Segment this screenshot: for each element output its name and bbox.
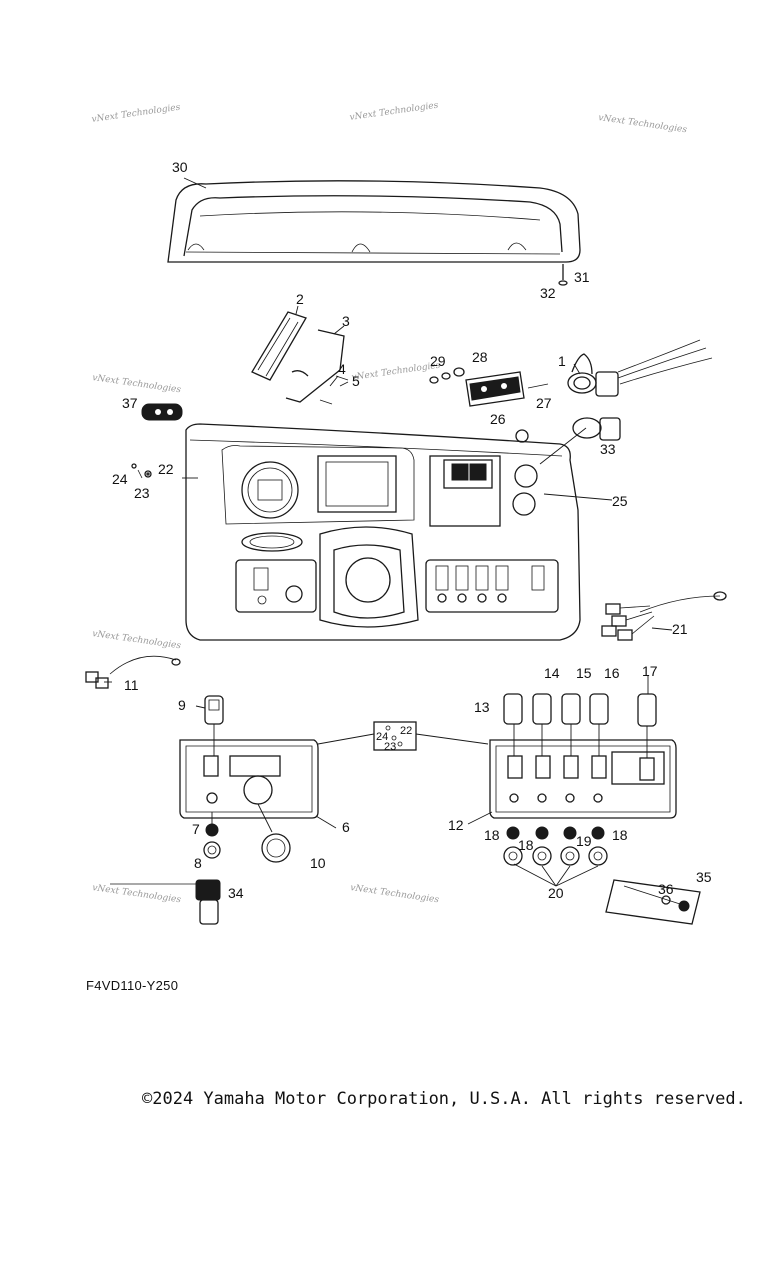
callout-34: 34 [228,885,244,901]
watermark: vNext Technologies [349,101,439,123]
part-11-harness [85,655,181,689]
part-37-key-fob [141,403,183,421]
callout-36: 36 [658,881,674,897]
callout-14: 14 [544,665,560,681]
callout-28: 28 [472,349,488,365]
callout-25: 25 [612,493,628,509]
part-2-meter [251,311,349,405]
callout-2: 2 [296,291,304,307]
callout-22: 22 [158,461,174,477]
callout-7: 7 [192,821,200,837]
callout-27: 27 [536,395,552,411]
part-6-left-panel [179,695,319,863]
copyright-notice: ©2024 Yamaha Motor Corporation, U.S.A. A… [142,1089,746,1109]
callout-18: 18 [612,827,628,843]
callout-19: 19 [576,833,592,849]
callout-4: 4 [338,361,346,377]
callout-15: 15 [576,665,592,681]
callout-8: 8 [194,855,202,871]
callout-20: 20 [548,885,564,901]
callout-32: 32 [540,285,556,301]
callout-31: 31 [574,269,590,285]
callout-30: 30 [172,159,188,175]
callout-23: 23 [384,741,396,753]
callout-18: 18 [484,827,500,843]
part-35-kit [605,879,701,925]
part-26-switch [429,367,549,407]
watermark: vNext Technologies [92,629,182,651]
watermark: vNext Technologies [350,883,440,905]
callout-11: 11 [124,677,139,693]
callout-22: 22 [400,725,412,737]
watermark: vNext Technologies [92,883,182,905]
callout-12: 12 [448,817,464,833]
part-22-24-hardware-left [131,463,152,479]
part-22-24-hardware-box [317,721,489,751]
callout-23: 23 [134,485,150,501]
part-34-connector [110,879,221,925]
callout-10: 10 [310,855,326,871]
callout-24: 24 [376,731,388,743]
callout-5: 5 [352,373,360,389]
callout-26: 26 [490,411,506,427]
callout-17: 17 [642,663,658,679]
part-30-dash-cover [167,180,581,286]
part-21-harness [601,591,727,641]
callout-35: 35 [696,869,712,885]
callout-24: 24 [112,471,128,487]
callout-29: 29 [430,353,446,369]
leader-lines [104,177,673,887]
watermark: vNext Technologies [598,113,688,135]
dashboard [185,423,581,641]
callout-6: 6 [342,819,350,835]
callout-18: 18 [518,837,534,853]
callout-16: 16 [604,665,620,681]
callout-13: 13 [474,699,490,715]
callout-3: 3 [342,313,350,329]
watermark: vNext Technologies [351,361,441,383]
part-12-right-panel [489,693,677,866]
callout-33: 33 [600,441,616,457]
part-1-power-outlet [567,339,713,441]
diagram-code: F4VD110-Y250 [86,978,179,993]
callout-21: 21 [672,621,688,637]
callouts: 30 31 32 2 3 4 5 29 28 26 27 1 33 37 24 … [112,159,712,901]
callout-9: 9 [178,697,186,713]
watermark: vNext Technologies [92,373,182,395]
watermark: vNext Technologies [91,103,181,125]
callout-1: 1 [558,353,566,369]
callout-37: 37 [122,395,138,411]
